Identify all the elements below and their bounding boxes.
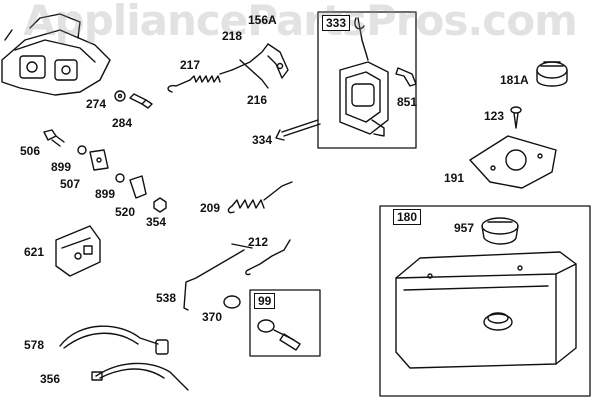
box-99 bbox=[249, 289, 321, 357]
part-label-191: 191 bbox=[444, 171, 465, 185]
part-label-156a: 156A bbox=[248, 13, 277, 27]
part-label-209: 209 bbox=[200, 201, 221, 215]
part-label-99: 99 bbox=[254, 293, 276, 309]
part-label-538: 538 bbox=[156, 291, 177, 305]
part-label-123: 123 bbox=[484, 109, 505, 123]
clip-851 bbox=[395, 67, 417, 87]
spring-209 bbox=[227, 181, 293, 214]
washer-274 bbox=[114, 90, 126, 102]
fuel-tank bbox=[395, 251, 577, 369]
bracket-520 bbox=[129, 175, 147, 199]
screw-123 bbox=[510, 106, 522, 129]
box-333 bbox=[317, 11, 417, 149]
ignition-armature bbox=[339, 17, 389, 137]
nut-354 bbox=[153, 197, 167, 213]
part-label-520: 520 bbox=[115, 205, 136, 219]
box-180 bbox=[379, 205, 591, 397]
screw-506 bbox=[43, 129, 65, 147]
part-label-334: 334 bbox=[252, 133, 273, 147]
bracket-621 bbox=[55, 225, 101, 277]
part-label-354: 354 bbox=[146, 215, 167, 229]
washer-899b bbox=[115, 173, 125, 183]
fuel-cap-181a bbox=[536, 61, 568, 87]
part-label-899b: 899 bbox=[95, 187, 116, 201]
part-label-212: 212 bbox=[248, 235, 269, 249]
part-label-621: 621 bbox=[24, 245, 45, 259]
wire-578 bbox=[59, 325, 169, 355]
part-label-217: 217 bbox=[180, 58, 201, 72]
part-label-216: 216 bbox=[247, 93, 268, 107]
part-label-274: 274 bbox=[86, 97, 107, 111]
link-212 bbox=[245, 239, 291, 276]
grommet-99 bbox=[257, 319, 301, 351]
fuel-cap-957 bbox=[481, 217, 519, 245]
part-label-333: 333 bbox=[322, 15, 351, 31]
part-label-181a: 181A bbox=[500, 73, 529, 87]
part-label-356: 356 bbox=[40, 372, 61, 386]
plate-507 bbox=[89, 149, 109, 171]
part-label-284: 284 bbox=[112, 116, 133, 130]
part-label-180: 180 bbox=[393, 209, 422, 225]
washer-899a bbox=[77, 145, 87, 155]
screw-284 bbox=[129, 93, 153, 109]
wire-356 bbox=[91, 362, 189, 391]
part-label-851: 851 bbox=[397, 95, 418, 109]
governor-link-216 bbox=[231, 43, 289, 89]
part-label-507: 507 bbox=[60, 177, 81, 191]
rod-538 bbox=[183, 243, 253, 311]
part-label-957: 957 bbox=[454, 221, 475, 235]
screw-334 bbox=[275, 119, 321, 141]
gasket-191 bbox=[469, 135, 557, 189]
part-label-370: 370 bbox=[202, 310, 223, 324]
part-label-506: 506 bbox=[20, 144, 41, 158]
engine-block-fragment bbox=[1, 13, 111, 96]
part-label-899a: 899 bbox=[51, 160, 72, 174]
washer-370 bbox=[223, 295, 241, 309]
part-label-578: 578 bbox=[24, 338, 45, 352]
part-label-218: 218 bbox=[222, 29, 243, 43]
spring-217 bbox=[167, 69, 233, 93]
